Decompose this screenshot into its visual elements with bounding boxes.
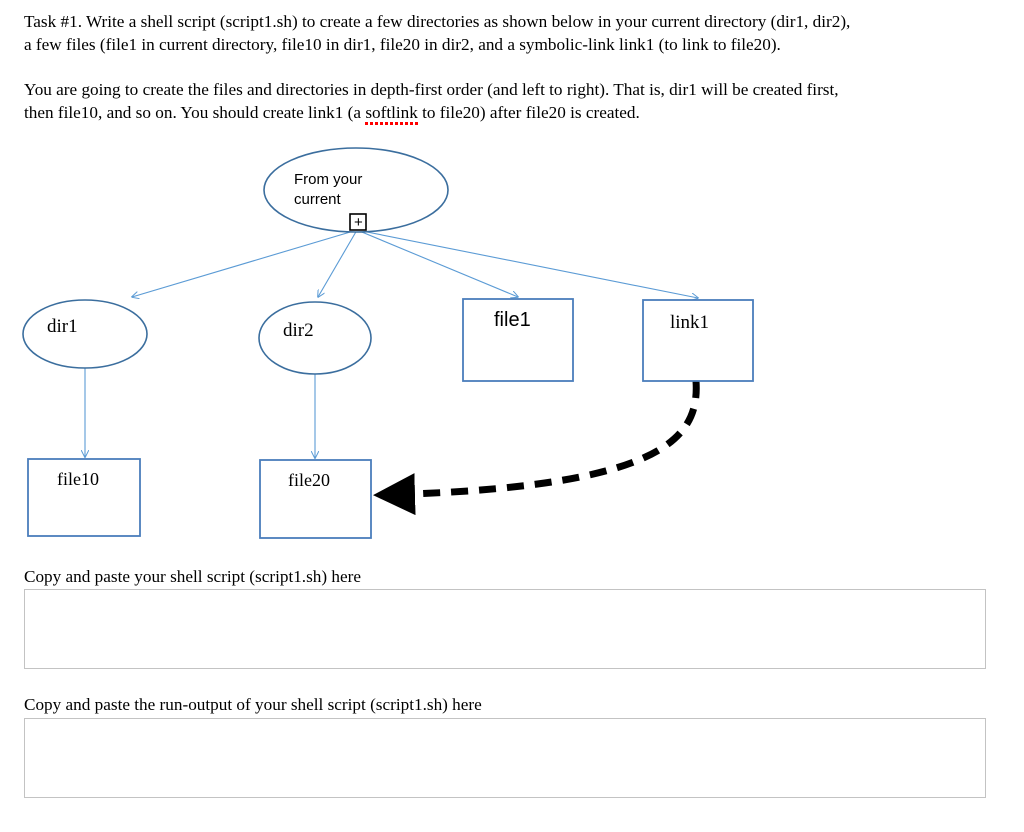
node-dir2[interactable]: dir2 — [258, 301, 372, 375]
edge-root-to-link1 — [356, 229, 698, 298]
misspelled-word-softlink: softlink — [365, 102, 418, 125]
edge-root-to-dir1 — [132, 229, 358, 297]
file20-rect-shape — [259, 459, 372, 539]
link1-label: link1 — [670, 312, 709, 333]
file20-label: file20 — [288, 470, 330, 490]
output-answer-label: Copy and paste the run-output of your sh… — [24, 695, 482, 714]
expander-plus-glyph: + — [354, 214, 363, 231]
dir1-ellipse-shape — [22, 299, 148, 369]
file10-label: file10 — [57, 469, 99, 489]
root-label-line-1: From your — [294, 171, 362, 188]
task-order-line-1: You are going to create the files and di… — [24, 80, 839, 99]
task-order-line-2: then file10, and so on. You should creat… — [24, 102, 988, 125]
edge-root-to-dir2 — [318, 229, 358, 297]
link1-rect-shape — [642, 299, 754, 382]
file10-rect-shape — [27, 458, 141, 537]
edge-root-to-file1 — [356, 229, 518, 297]
task-order-line-2-prefix: then file10, and so on. You should creat… — [24, 102, 366, 122]
task-statement-paragraph: Task #1. Write a shell script (script1.s… — [24, 11, 988, 56]
task-order-paragraph: You are going to create the files and di… — [24, 79, 988, 125]
task-order-line-2-suffix: to file20) after file20 is created. — [417, 102, 640, 122]
tree-edges — [85, 229, 698, 458]
node-file10[interactable]: file10 — [27, 458, 141, 537]
script-answer-input[interactable] — [24, 589, 986, 669]
node-dir1[interactable]: dir1 — [22, 299, 148, 369]
node-file20[interactable]: file20 — [259, 459, 372, 539]
dir2-label: dir2 — [283, 320, 314, 341]
file1-label: file1 — [494, 309, 531, 331]
dir2-ellipse-shape — [258, 301, 372, 375]
expander-plus-icon[interactable]: + — [349, 213, 367, 231]
node-link1[interactable]: link1 — [642, 299, 754, 382]
root-ellipse-shape — [263, 147, 449, 233]
root-label-line-2: current — [294, 191, 342, 208]
node-root-current-directory[interactable]: From your current + — [263, 147, 449, 233]
directory-tree-diagram: From your current + dir1 dir2 file1 link… — [0, 140, 1024, 555]
dir1-label: dir1 — [47, 316, 78, 337]
script-answer-label: Copy and paste your shell script (script… — [24, 567, 361, 586]
edge-link1-to-file20-symlink — [373, 380, 700, 516]
file1-rect-shape — [462, 298, 574, 382]
output-answer-input[interactable] — [24, 718, 986, 798]
task-statement-line-2: a few files (file1 in current directory,… — [24, 34, 781, 54]
task-statement-line-1: Task #1. Write a shell script (script1.s… — [24, 12, 851, 31]
node-file1[interactable]: file1 — [462, 298, 574, 382]
